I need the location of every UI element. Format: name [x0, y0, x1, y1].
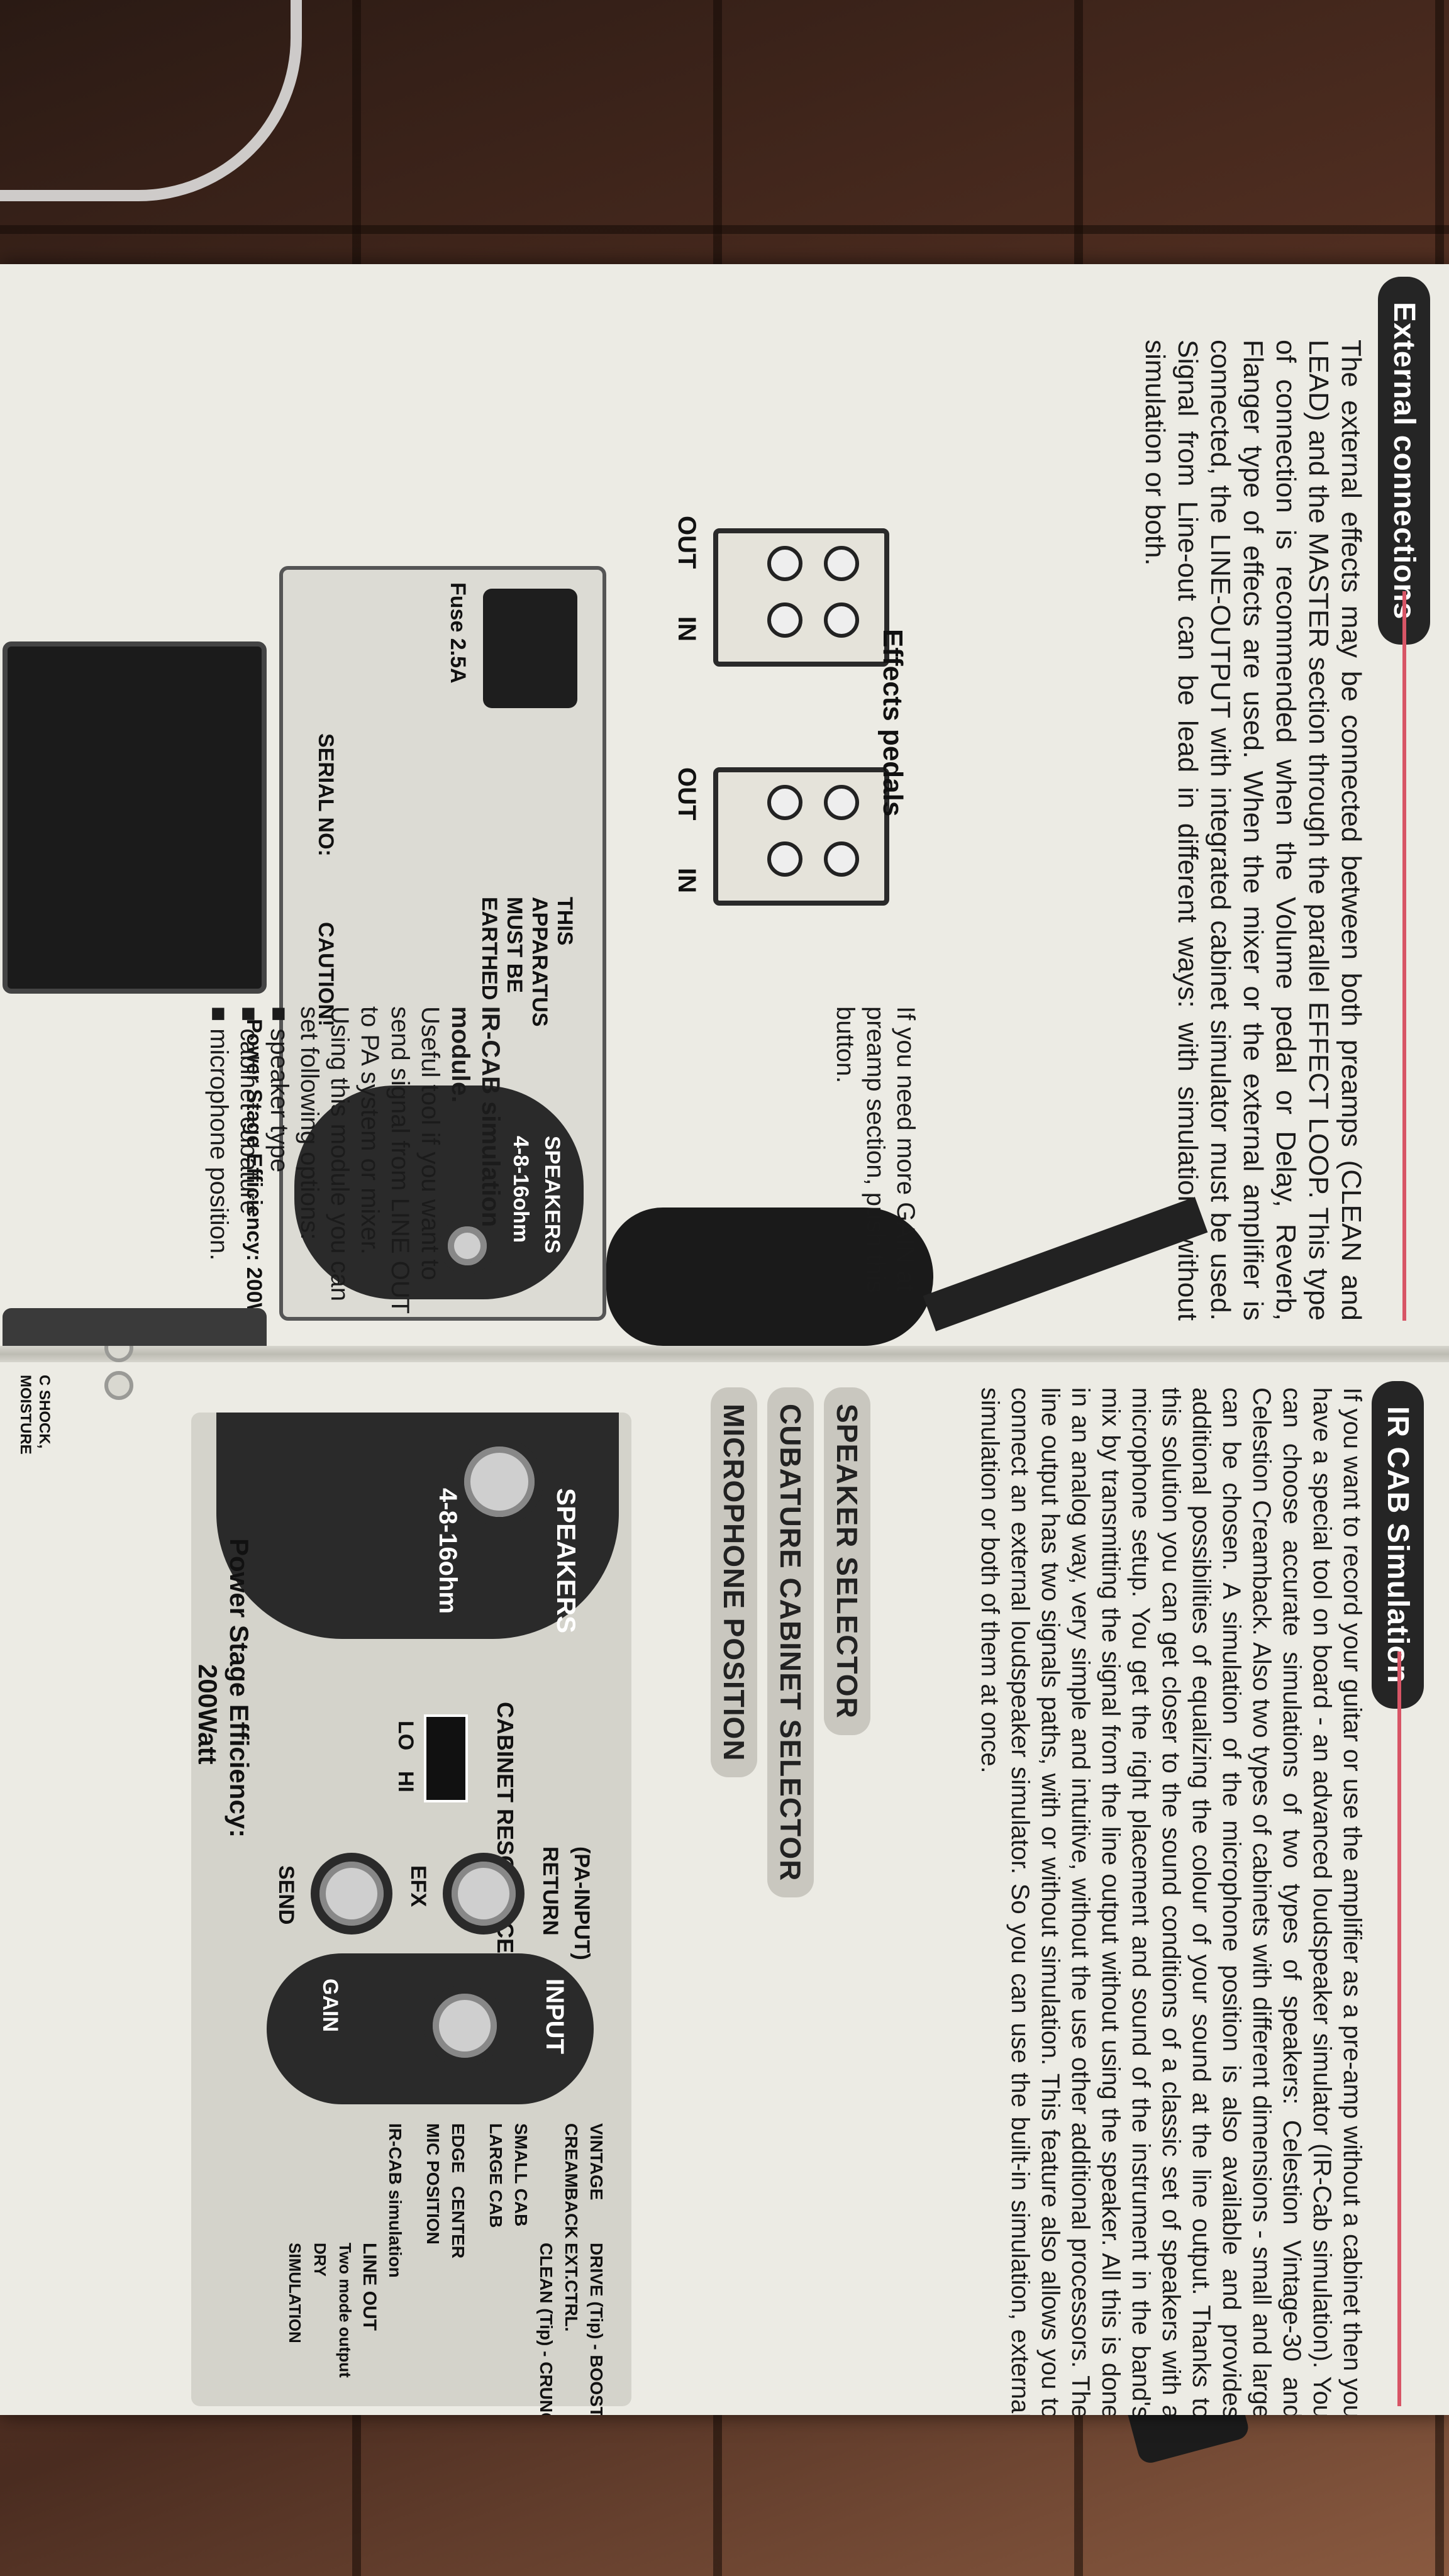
pa-input-label: (PA-INPUT) [570, 1846, 594, 1960]
speakers-label: SPEAKERS [540, 1136, 564, 1254]
bottom-page: IR CAB Simulation If you want to record … [0, 1362, 1449, 2415]
power-socket [483, 589, 577, 708]
return-jack[interactable] [443, 1853, 525, 1935]
speaker-selector-callout: SPEAKER SELECTOR [824, 1387, 870, 1735]
ircab-options-list: speaker type cabinet cubature microphone… [204, 1006, 294, 1321]
ircab-option: cabinet cubature [234, 1006, 264, 1321]
mic-position-callout: MICROPHONE POSITION [711, 1387, 757, 1778]
fuse-label: Fuse 2.5A [446, 582, 470, 684]
extctrl-label: EXT.CTRL. [562, 2243, 581, 2332]
creamback-label: CREAMBACK [562, 2123, 581, 2239]
return-label: RETURN [538, 1846, 562, 1936]
serial-label: SERIAL NO: [314, 733, 338, 857]
section-title-external: External connections [1378, 277, 1430, 645]
lo-label: LO [394, 1721, 418, 1751]
ircab-module-desc: Useful tool if you want to send signal f… [296, 1006, 444, 1314]
dry-label: DRY [311, 2243, 330, 2277]
intro-paragraph: The external effects may be connected be… [1140, 340, 1367, 1321]
mic-position-label: MIC POSITION [423, 2123, 443, 2245]
ohm-label: 4-8-16ohm [509, 1136, 533, 1243]
gain-note: If you need more GAIN at preamp section,… [831, 1006, 919, 1293]
gain-label: GAIN [318, 1979, 342, 2032]
warning-fragment: C SHOCK, [36, 1375, 53, 1449]
drive-label: DRIVE (Tip) - BOOST (Ring) [587, 2243, 606, 2415]
send-label: SEND [274, 1865, 298, 1925]
center-label: CENTER [448, 2186, 468, 2259]
pedal-out-label: OUT [673, 516, 701, 569]
pedal-in-label: IN [673, 868, 701, 893]
hi-label: HI [394, 1771, 418, 1792]
large-cab-label: LARGE CAB [486, 2123, 506, 2228]
watt-label: 200Watt [193, 1664, 223, 1765]
amp-panel-closeup: SPEAKERS 4-8-16ohm Power Stage Efficienc… [191, 1413, 631, 2415]
ircab-paragraph: If you want to record your guitar or use… [976, 1387, 1366, 2415]
vintage-label: VINTAGE [587, 2123, 606, 2201]
ohm-label: 4-8-16ohm [434, 1488, 462, 1614]
warning-fragment: MOISTURE [17, 1375, 34, 1455]
ircab-option: speaker type [264, 1006, 294, 1321]
manual-booklet: External connections The external effect… [0, 264, 1449, 2415]
top-page: External connections The external effect… [0, 264, 1449, 1346]
guitar-cabinet [3, 641, 267, 994]
clean-label: CLEAN (Tip) - CRUNCH (Ring) [536, 2243, 556, 2415]
cubature-selector-callout: CUBATURE CABINET SELECTOR [767, 1387, 814, 1898]
speaker-jack[interactable] [455, 1438, 543, 1526]
send-jack[interactable] [311, 1853, 392, 1935]
speakers-label: SPEAKERS [552, 1488, 581, 1634]
ircab-label: IR-CAB simulation [386, 2123, 405, 2278]
edge-label: EDGE [448, 2123, 468, 2174]
efx-label: EFX [406, 1865, 430, 1907]
effects-pedal [713, 528, 889, 667]
ircab-module-text: IR-CAB simulation module. Useful tool if… [204, 1006, 506, 1321]
input-block: INPUT GAIN [267, 1953, 594, 2104]
pedal-in-label: IN [673, 616, 701, 641]
cab-res-switch[interactable] [424, 1714, 468, 1802]
small-cab-label: SMALL CAB [511, 2123, 531, 2227]
booklet-fold [0, 1346, 1449, 1362]
title-rule [1402, 591, 1406, 1321]
input-label: INPUT [541, 1979, 569, 2054]
power-label: Power Stage Efficiency: [225, 1538, 254, 1838]
lineout-label: LINE OUT [359, 2243, 380, 2331]
ircab-module-title: IR-CAB simulation module. [447, 1006, 504, 1228]
two-mode-label: Two mode output [336, 2243, 355, 2378]
binding-ring [104, 1371, 133, 1400]
simulation-label: SIMULATION [286, 2243, 304, 2343]
ircab-option: microphone position. [204, 1006, 234, 1321]
speakers-block: SPEAKERS 4-8-16ohm [216, 1413, 619, 1639]
input-jack[interactable] [424, 1985, 506, 2067]
effects-pedal [713, 767, 889, 906]
effects-pedals-label: Effects pedals [877, 629, 908, 817]
title-rule [1397, 1652, 1401, 2406]
pedal-out-label: OUT [673, 767, 701, 821]
